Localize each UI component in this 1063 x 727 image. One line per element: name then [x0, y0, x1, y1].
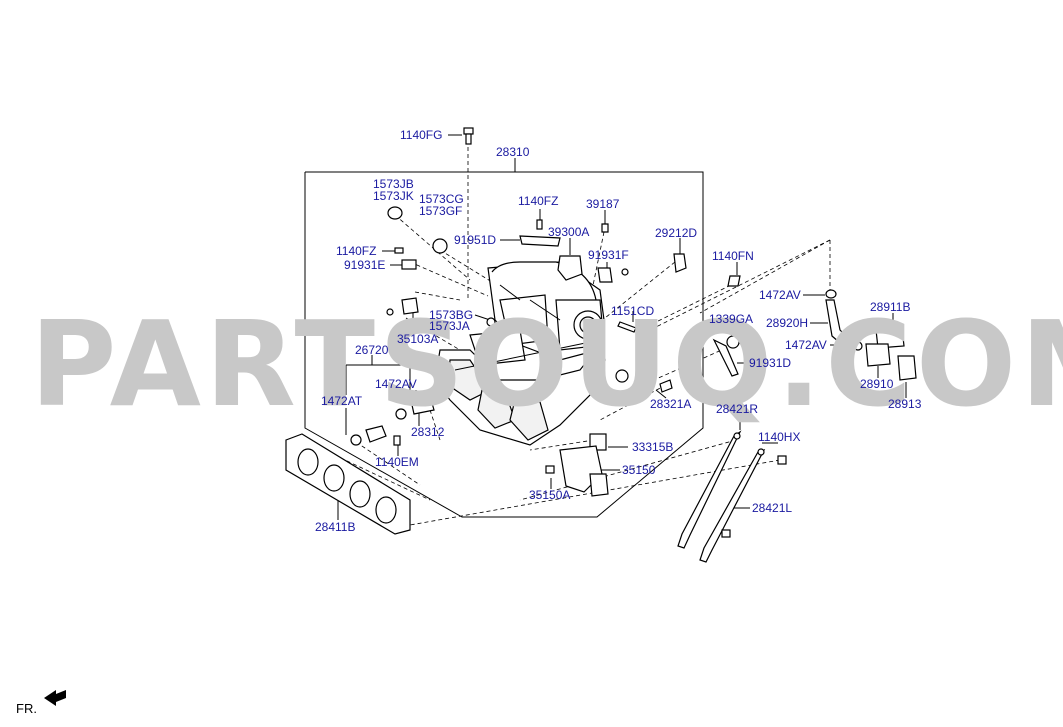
label-1573JK[interactable]: 1573JK: [373, 189, 414, 203]
label-1339GA[interactable]: 1339GA: [709, 312, 753, 326]
exhaust-gasket-28411B: [285, 433, 411, 535]
label-28913[interactable]: 28913: [888, 397, 922, 411]
fr-label: FR.: [16, 701, 37, 716]
label-28421L[interactable]: 28421L: [752, 501, 792, 515]
label-1140FZ-top[interactable]: 1140FZ: [518, 194, 558, 208]
label-1472AV-left[interactable]: 1472AV: [375, 377, 417, 391]
label-1472AT[interactable]: 1472AT: [321, 394, 363, 408]
label-1573BG[interactable]: 1573BG: [429, 308, 473, 322]
label-1140FN[interactable]: 1140FN: [712, 249, 754, 263]
label-28310[interactable]: 28310: [496, 145, 530, 159]
label-28421R[interactable]: 28421R: [716, 402, 758, 416]
front-orientation-marker: FR.: [16, 690, 66, 716]
label-28411B[interactable]: 28411B: [315, 520, 355, 534]
assembly-frame: [304, 158, 704, 518]
label-1573CG[interactable]: 1573CG: [419, 192, 464, 206]
label-1140FZ-left[interactable]: 1140FZ: [336, 244, 376, 258]
label-1140HX[interactable]: 1140HX: [758, 430, 800, 444]
label-1472AV-top[interactable]: 1472AV: [759, 288, 801, 302]
label-29212D[interactable]: 29212D: [655, 226, 697, 240]
label-1573JB[interactable]: 1573JB: [373, 177, 414, 191]
label-35103A[interactable]: 35103A: [397, 332, 438, 346]
watermark: PARTSOUQ.COM: [30, 295, 1063, 433]
label-28920H[interactable]: 28920H: [766, 316, 808, 330]
label-1140EM[interactable]: 1140EM: [375, 455, 419, 469]
small-parts: [350, 127, 917, 538]
label-91931D[interactable]: 91931D: [749, 356, 791, 370]
label-35150A[interactable]: 35150A: [529, 488, 570, 502]
label-28321A[interactable]: 28321A: [650, 397, 691, 411]
label-1151CD[interactable]: 1151CD: [611, 304, 654, 318]
label-91951D[interactable]: 91951D: [454, 233, 496, 247]
label-33315B[interactable]: 33315B: [632, 440, 673, 454]
label-28910[interactable]: 28910: [860, 377, 894, 391]
manifold-stays: [677, 430, 766, 563]
label-28911B[interactable]: 28911B: [870, 300, 910, 314]
label-39300A[interactable]: 39300A: [548, 225, 589, 239]
label-35150[interactable]: 35150: [622, 463, 656, 477]
label-1472AV-right[interactable]: 1472AV: [785, 338, 827, 352]
label-1573GF[interactable]: 1573GF: [419, 204, 462, 218]
front-arrow-icon: [44, 690, 66, 706]
label-26720[interactable]: 26720: [355, 343, 389, 357]
label-91931E[interactable]: 91931E: [344, 258, 385, 272]
label-91931F[interactable]: 91931F: [588, 248, 629, 262]
label-28312[interactable]: 28312: [411, 425, 445, 439]
label-39187[interactable]: 39187: [586, 197, 620, 211]
label-1573JA[interactable]: 1573JA: [429, 319, 470, 333]
part-labels: 1140FG 28310 1573JB 1573JK 1573CG 1573GF…: [315, 128, 922, 534]
label-1140FG[interactable]: 1140FG: [400, 128, 442, 142]
